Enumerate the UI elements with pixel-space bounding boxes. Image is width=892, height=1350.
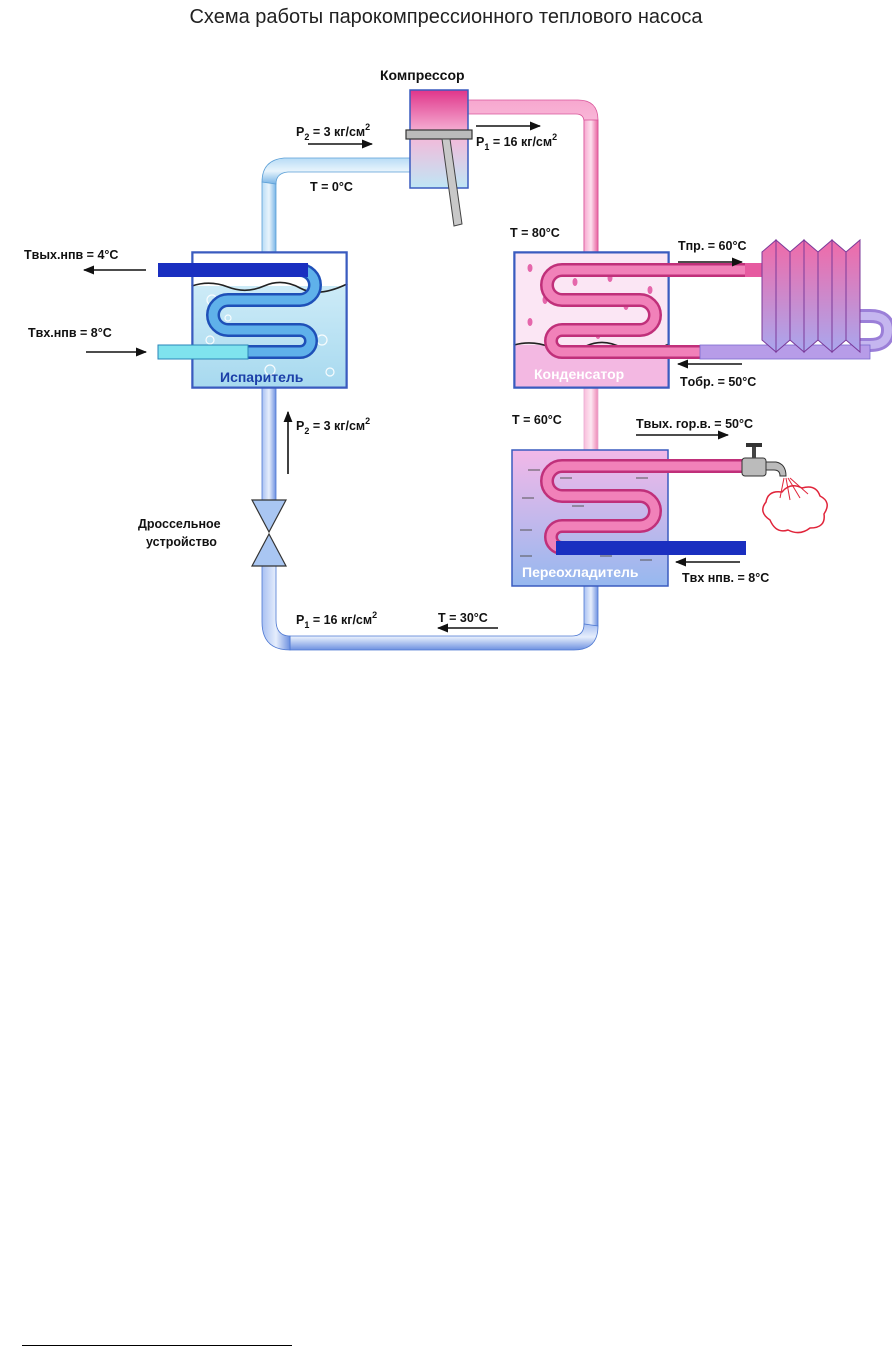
suction-pipe [261, 157, 411, 253]
throttle-valve-icon [251, 499, 287, 567]
condenser-subcooler-pipe [583, 387, 599, 451]
label-t-obr: Tобр. = 50°C [680, 375, 756, 389]
radiator [699, 238, 892, 360]
compressor [405, 89, 473, 227]
label-p1-top: P1 = 16 кг/см2 [476, 132, 557, 152]
compressor-label: Компрессор [380, 67, 465, 83]
throttle-label-1: Дроссельное [138, 517, 221, 531]
condenser-label: Конденсатор [534, 366, 624, 382]
piston-icon [405, 129, 473, 140]
discharge-pipe [467, 99, 599, 253]
condenser [513, 251, 870, 389]
label-t-out-npv: Tвых.нпв = 4°C [24, 248, 118, 262]
label-p2-left: P2 = 3 кг/см2 [296, 416, 370, 436]
throttle-label-2: устройство [146, 535, 217, 549]
label-p2-top: P2 = 3 кг/см2 [296, 122, 370, 142]
diagram-title: Схема работы парокомпрессионного теплово… [189, 6, 703, 28]
label-t-in-npv2: Tвх нпв. = 8°C [682, 571, 769, 585]
label-t-30: T = 30°C [438, 611, 488, 625]
liquid-line-pipe [261, 387, 599, 651]
label-t-out-hot: Tвых. гор.в. = 50°C [636, 417, 753, 431]
subcooler-label: Переохладитель [522, 564, 639, 580]
label-t-pr: Tпр. = 60°C [678, 239, 746, 253]
subcooler [511, 443, 828, 587]
flow-arrows [82, 121, 744, 633]
steam-cloud-icon [762, 477, 828, 534]
label-t-in-npv: Tвх.нпв = 8°C [28, 326, 112, 340]
evaporator-label: Испаритель [220, 369, 304, 385]
footnote-divider [22, 1345, 292, 1346]
faucet-icon [741, 443, 787, 477]
label-t-60: T = 60°C [512, 413, 562, 427]
label-t-0: T = 0°C [310, 180, 353, 194]
evaporator [157, 251, 348, 389]
label-p1-bottom: P1 = 16 кг/см2 [296, 610, 377, 630]
label-t-80: T = 80°C [510, 226, 560, 240]
